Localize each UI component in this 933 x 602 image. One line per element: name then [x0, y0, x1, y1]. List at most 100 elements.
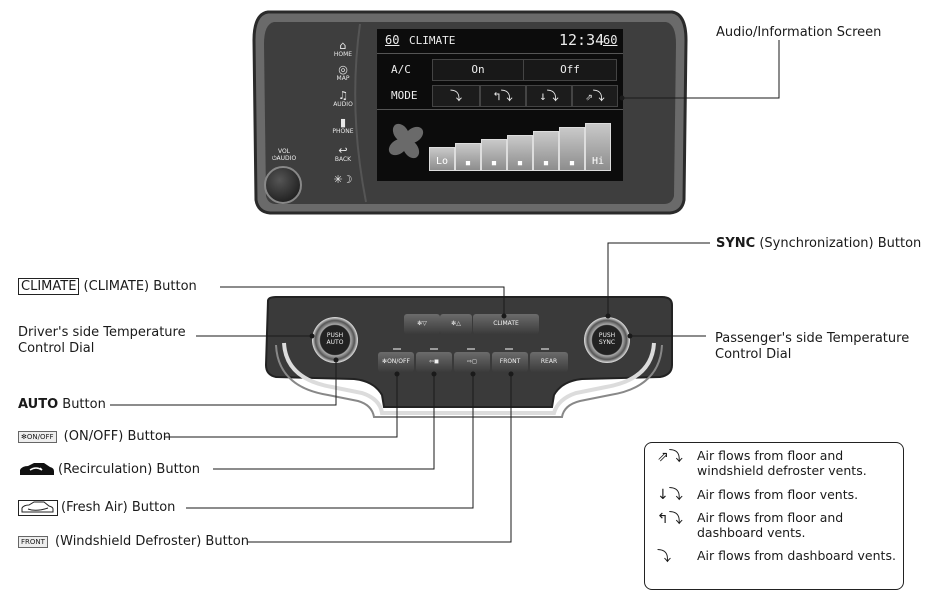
fan-up-button[interactable]: ✻△	[440, 314, 472, 334]
rear-defrost-icon: REAR	[540, 358, 558, 365]
side-button-home[interactable]: ⌂ HOME	[326, 40, 360, 58]
fan-speed-bars[interactable]: Lo■■■■■Hi	[429, 121, 619, 171]
on-off-button[interactable]: ✻ON/OFF	[378, 352, 414, 372]
side-button-brightness[interactable]: ✳☽	[326, 174, 360, 185]
passenger-dial-sync: SYNC	[598, 339, 616, 346]
floor-dashboard-icon: ↰⤵	[657, 511, 683, 527]
label-auto-button: AUTO Button	[18, 397, 106, 413]
air-floor-dashboard-icon: ↰⤵	[493, 89, 513, 103]
legend-text-floor-dashboard: Air flows from floor and dashboard vents…	[697, 510, 844, 540]
airflow-legend: ⇗⤵ Air flows from floor and windshield d…	[644, 442, 904, 590]
fan-level-label: Hi	[591, 156, 605, 167]
recirculation-icon: ⇦◼	[428, 358, 439, 365]
label-driver-dial: Driver's side Temperature Control Dial	[18, 325, 186, 357]
climate-rest: (CLIMATE) Button	[79, 279, 197, 294]
label-climate-button: CLIMATE (CLIMATE) Button	[18, 278, 197, 295]
left-temp: 60	[385, 33, 400, 47]
passenger-dial-push: PUSH	[598, 332, 616, 339]
right-temp: 60	[603, 33, 618, 47]
phone-label: PHONE	[332, 128, 354, 135]
recirculation-car-icon	[18, 462, 56, 477]
recirculation-led	[430, 348, 438, 350]
mode-label: MODE	[391, 89, 418, 102]
floor-icon: ↓⤵	[657, 487, 683, 503]
fan-level-label: ■	[569, 159, 575, 167]
fresh-rest: (Fresh Air) Button	[61, 500, 176, 515]
legend-text-floor-defrost: Air flows from floor and windshield defr…	[697, 448, 867, 478]
audio-power-text: ⏻AUDIO	[271, 155, 297, 162]
audio-label: AUDIO	[333, 101, 353, 108]
fan-icon	[387, 121, 427, 161]
front-defrost-button[interactable]: FRONT	[492, 352, 528, 372]
home-label: HOME	[333, 51, 353, 58]
fan-level-1[interactable]: ■	[455, 143, 481, 171]
driver-line2: Control Dial	[18, 341, 95, 356]
fan-down-button[interactable]: ✻▽	[404, 314, 440, 334]
label-passenger-dial: Passenger's side Temperature Control Dia…	[715, 331, 909, 363]
passenger-line2: Control Dial	[715, 347, 792, 362]
label-fresh-air-button: (Fresh Air) Button	[18, 500, 175, 516]
recirculation-button[interactable]: ⇦◼	[416, 352, 452, 372]
ac-off-button[interactable]: Off	[523, 59, 617, 81]
side-button-back[interactable]: ↩ BACK	[326, 145, 360, 163]
fan-level-label: Lo	[435, 156, 449, 167]
dashboard-icon: ⤵	[657, 549, 671, 565]
driver-dial-auto: AUTO	[326, 339, 344, 346]
air-floor-defrost-icon: ⇗⤵	[585, 89, 605, 103]
mode-dashboard-button[interactable]: ⤵	[432, 85, 480, 107]
side-button-audio[interactable]: ♫ AUDIO	[326, 90, 360, 108]
driver-temperature-dial[interactable]	[312, 317, 358, 363]
map-label: MAP	[336, 75, 350, 82]
mode-floor-defrost-button[interactable]: ⇗⤵	[572, 85, 618, 107]
passenger-line1: Passenger's side Temperature	[715, 331, 910, 346]
fan-level-4[interactable]: ■	[533, 131, 559, 171]
passenger-temperature-dial[interactable]	[584, 317, 630, 363]
fresh-air-button[interactable]: ⇨◻	[454, 352, 490, 372]
passenger-dial-label: PUSH SYNC	[592, 332, 622, 346]
audio-information-screen: 60 CLIMATE 12:34 60 A/C On Off MODE ⤵ ↰⤵…	[377, 29, 623, 181]
air-floor-icon: ↓⤵	[539, 89, 559, 103]
mode-floor-button[interactable]: ↓⤵	[526, 85, 572, 107]
climate-box: CLIMATE	[18, 278, 80, 295]
fan-level-3[interactable]: ■	[507, 135, 533, 171]
front-defrost-icon: FRONT	[499, 358, 521, 365]
rear-defrost-led	[541, 348, 549, 350]
legend-text-floor: Air flows from floor vents.	[697, 487, 859, 502]
auto-rest: Button	[58, 397, 106, 412]
fan-level-label: ■	[517, 159, 523, 167]
map-icon: ◎	[338, 63, 348, 76]
recirc-rest: (Recirculation) Button	[58, 462, 200, 477]
phone-icon: ▮	[339, 116, 347, 129]
fan-level-6[interactable]: Hi	[585, 123, 611, 171]
side-button-phone[interactable]: ▮ PHONE	[326, 117, 360, 135]
home-icon: ⌂	[339, 39, 347, 52]
label-recirculation-button: (Recirculation) Button	[18, 462, 200, 478]
back-icon: ↩	[338, 144, 348, 157]
fan-down-icon: ✻▽	[417, 320, 427, 327]
clock: 12:34	[559, 31, 605, 49]
driver-dial-push: PUSH	[326, 332, 344, 339]
auto-bold: AUTO	[18, 397, 59, 412]
label-defroster-button: FRONT (Windshield Defroster) Button	[18, 534, 249, 550]
side-button-map[interactable]: ◎ MAP	[326, 64, 360, 82]
mode-row: MODE ⤵ ↰⤵ ↓⤵ ⇗⤵	[377, 85, 623, 110]
volume-knob[interactable]	[264, 166, 302, 204]
fan-level-0[interactable]: Lo	[429, 147, 455, 171]
fan-level-2[interactable]: ■	[481, 139, 507, 171]
floor-defrost-icon: ⇗⤵	[657, 449, 683, 465]
vol-text: VOL	[277, 148, 291, 155]
sync-rest: (Synchronization) Button	[755, 236, 922, 251]
back-label: BACK	[334, 156, 352, 163]
defrost-rest: (Windshield Defroster) Button	[50, 534, 249, 549]
climate-button[interactable]: CLIMATE	[473, 314, 539, 334]
fresh-air-led	[467, 348, 475, 350]
on-off-icon-small: ✻ON/OFF	[18, 430, 57, 443]
front-defrost-led	[505, 348, 513, 350]
driver-line1: Driver's side Temperature	[18, 325, 186, 340]
mode-floor-dashboard-button[interactable]: ↰⤵	[480, 85, 526, 107]
on-off-led	[393, 348, 401, 350]
rear-defrost-button[interactable]: REAR	[530, 352, 568, 372]
ac-on-button[interactable]: On	[432, 59, 524, 81]
fan-level-5[interactable]: ■	[559, 127, 585, 171]
